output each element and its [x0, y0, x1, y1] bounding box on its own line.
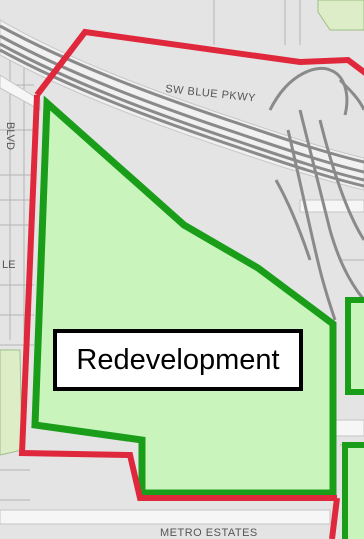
adjacent-parcel-upper	[345, 297, 364, 395]
study-area-boundary	[18, 28, 364, 539]
estates-label: METRO ESTATES	[160, 527, 258, 539]
redevelopment-zone[interactable]	[31, 95, 337, 497]
interchange-ramps	[268, 66, 364, 321]
left-edge-label: LE	[2, 259, 15, 271]
park-area	[0, 0, 364, 456]
adjacent-parcel-lower	[342, 442, 364, 539]
streets	[0, 74, 364, 525]
redevelopment-label: Redevelopment	[53, 329, 303, 391]
left-vertical-label: BLVD	[4, 122, 16, 150]
